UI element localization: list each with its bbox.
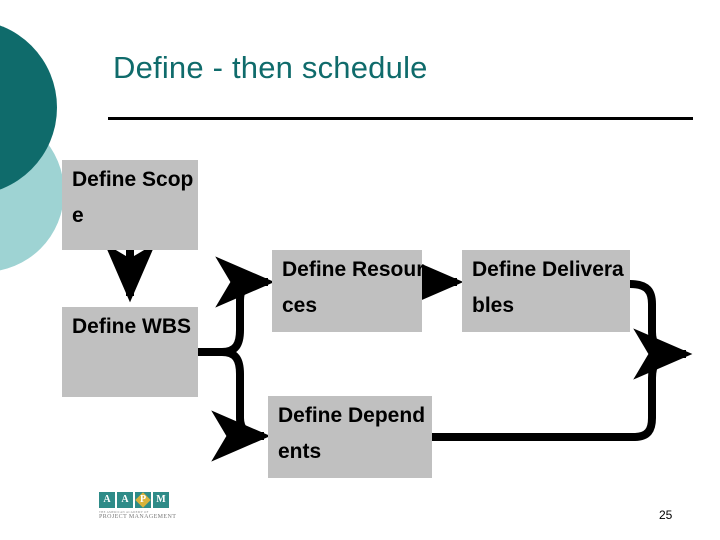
aapm-logo: A A P M THE AMERICAN ACADEMY OF PROJECT … <box>99 492 177 522</box>
logo-tile-a1: A <box>99 492 115 508</box>
flow-box-define-dependents[interactable]: Define Dependents <box>268 396 432 478</box>
slide-title: Define - then schedule <box>113 50 428 85</box>
logo-letter-tiles: A A P M <box>99 492 169 508</box>
flow-box-define-resources[interactable]: Define Resources <box>272 250 424 332</box>
flow-box-label: Define Resources <box>282 258 425 317</box>
logo-subtitle-main: PROJECT MANAGEMENT <box>99 514 177 520</box>
logo-subtitle-top: THE AMERICAN ACADEMY OF <box>99 510 149 514</box>
logo-tile-m: M <box>153 492 169 508</box>
page-number: 25 <box>659 508 673 522</box>
flow-box-label: Define Dependents <box>278 404 426 463</box>
connector-branch-arrowheads <box>211 256 275 462</box>
flow-box-label: Define Deliverables <box>472 258 624 317</box>
title-underline-rule <box>108 117 693 120</box>
flow-box-define-deliverables[interactable]: Define Deliverables <box>462 250 630 332</box>
logo-tile-a2: A <box>117 492 133 508</box>
flow-box-label: Define Scope <box>72 168 194 227</box>
flow-box-define-scope[interactable]: Define Scope <box>62 160 198 250</box>
flow-box-define-wbs[interactable]: Define WBS <box>62 307 198 397</box>
flow-box-label: Define WBS <box>72 315 192 338</box>
connector-wbs-branch-brace <box>221 278 261 440</box>
logo-tile-p: P <box>135 492 151 508</box>
